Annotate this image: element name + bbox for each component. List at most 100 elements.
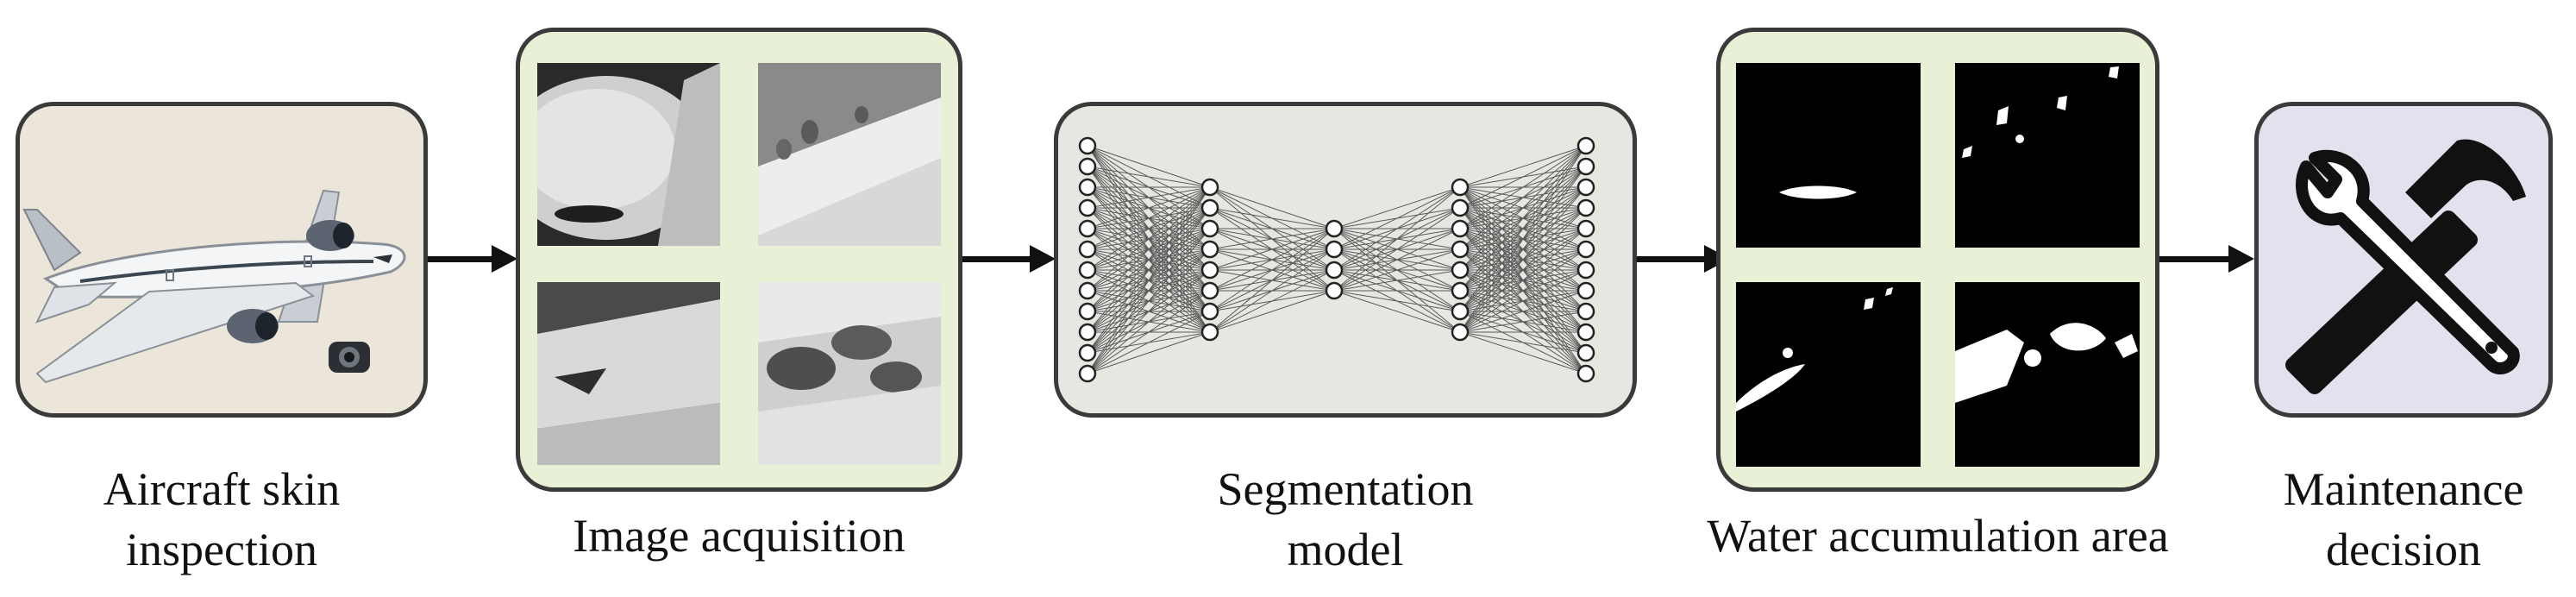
water-accumulation-panel bbox=[1716, 28, 2159, 492]
camera-image-3 bbox=[537, 282, 720, 465]
network-node bbox=[1576, 240, 1595, 259]
network-node bbox=[1200, 198, 1219, 217]
caption-water-accumulation-area: Water accumulation area bbox=[1680, 506, 2196, 566]
network-node bbox=[1078, 136, 1097, 155]
caption-image-acquisition: Image acquisition bbox=[516, 506, 962, 566]
network-connection bbox=[1209, 228, 1335, 271]
network-connection bbox=[1333, 186, 1461, 229]
network-node bbox=[1451, 178, 1470, 197]
network-node bbox=[1078, 240, 1097, 259]
network-connection bbox=[1459, 145, 1587, 271]
network-connection bbox=[1087, 186, 1211, 209]
network-node bbox=[1451, 219, 1470, 238]
caption-line: decision bbox=[2326, 524, 2481, 575]
network-node bbox=[1325, 261, 1344, 280]
network-connection bbox=[1087, 186, 1211, 250]
network-node bbox=[1451, 323, 1470, 342]
network-node bbox=[1200, 302, 1219, 321]
network-connection bbox=[1209, 269, 1335, 333]
network-connection bbox=[1333, 248, 1461, 292]
caption-line: Water accumulation area bbox=[1707, 510, 2169, 562]
network-node bbox=[1078, 323, 1097, 342]
network-connection bbox=[1333, 207, 1461, 292]
network-node bbox=[1576, 364, 1595, 383]
arrow-4 bbox=[2159, 245, 2254, 273]
network-node bbox=[1576, 261, 1595, 280]
arrow-3 bbox=[1637, 245, 1730, 273]
network-connection bbox=[1087, 186, 1211, 229]
network-connection bbox=[1087, 290, 1211, 374]
network-node bbox=[1451, 240, 1470, 259]
network-connection bbox=[1459, 186, 1587, 333]
network-node bbox=[1200, 219, 1219, 238]
caption-line: inspection bbox=[126, 524, 317, 575]
network-node bbox=[1078, 157, 1097, 176]
network-node bbox=[1078, 343, 1097, 362]
network-connection bbox=[1333, 290, 1461, 312]
network-connection bbox=[1087, 248, 1211, 374]
airplane-with-drone-icon bbox=[22, 189, 406, 384]
network-node bbox=[1576, 302, 1595, 321]
network-connection bbox=[1459, 207, 1587, 333]
arrow-1 bbox=[428, 245, 517, 273]
network-connection bbox=[1333, 186, 1461, 292]
network-node bbox=[1451, 302, 1470, 321]
network-node bbox=[1200, 281, 1219, 300]
network-connection bbox=[1459, 228, 1587, 333]
network-node bbox=[1325, 240, 1344, 259]
mask-image-2 bbox=[1955, 63, 2140, 248]
caption-line: Maintenance bbox=[2283, 463, 2524, 515]
network-connection bbox=[1459, 311, 1587, 333]
network-node bbox=[1078, 178, 1097, 197]
network-connection bbox=[1087, 269, 1211, 374]
network-node bbox=[1451, 281, 1470, 300]
network-connection bbox=[1087, 186, 1211, 374]
neural-network-diagram bbox=[1078, 136, 1595, 383]
image-acquisition-panel bbox=[516, 28, 962, 492]
network-connection bbox=[1459, 331, 1587, 354]
network-node bbox=[1200, 261, 1219, 280]
maintenance-decision-panel bbox=[2254, 102, 2553, 418]
network-connection bbox=[1333, 186, 1461, 271]
network-connection bbox=[1459, 290, 1587, 333]
camera-image-2 bbox=[758, 63, 941, 246]
network-connection bbox=[1087, 186, 1211, 312]
network-connection bbox=[1087, 166, 1211, 188]
network-connection bbox=[1087, 145, 1211, 188]
network-connection bbox=[1333, 269, 1461, 292]
network-connection bbox=[1209, 207, 1335, 229]
network-node bbox=[1200, 240, 1219, 259]
camera-image-1 bbox=[537, 63, 720, 246]
network-node bbox=[1078, 198, 1097, 217]
network-connection bbox=[1459, 248, 1587, 333]
network-node bbox=[1576, 198, 1595, 217]
network-connection bbox=[1333, 290, 1461, 333]
segmentation-model-panel bbox=[1054, 102, 1637, 418]
network-connection bbox=[1333, 186, 1461, 250]
network-connection bbox=[1209, 228, 1335, 292]
network-node bbox=[1078, 219, 1097, 238]
network-connection bbox=[1459, 145, 1587, 250]
caption-maintenance-decision: Maintenance decision bbox=[2220, 459, 2576, 580]
network-connection bbox=[1209, 228, 1335, 333]
wrench-and-hammer-icon bbox=[2285, 139, 2526, 394]
network-connection bbox=[1459, 145, 1587, 188]
network-node bbox=[1451, 198, 1470, 217]
network-connection bbox=[1209, 290, 1335, 333]
network-connection bbox=[1209, 228, 1335, 250]
network-node bbox=[1576, 281, 1595, 300]
network-node bbox=[1200, 178, 1219, 197]
caption-line: Segmentation bbox=[1217, 463, 1474, 515]
mask-image-4 bbox=[1955, 282, 2140, 467]
network-node bbox=[1325, 219, 1344, 238]
network-connection bbox=[1209, 186, 1335, 229]
network-connection bbox=[1459, 331, 1587, 374]
caption-segmentation-model: Segmentation model bbox=[1054, 459, 1637, 580]
network-node bbox=[1078, 364, 1097, 383]
network-connection bbox=[1087, 186, 1211, 354]
caption-line: model bbox=[1287, 524, 1404, 575]
network-connection bbox=[1087, 311, 1211, 374]
network-connection bbox=[1087, 207, 1211, 374]
network-connection bbox=[1087, 186, 1211, 333]
network-connection bbox=[1087, 186, 1211, 292]
